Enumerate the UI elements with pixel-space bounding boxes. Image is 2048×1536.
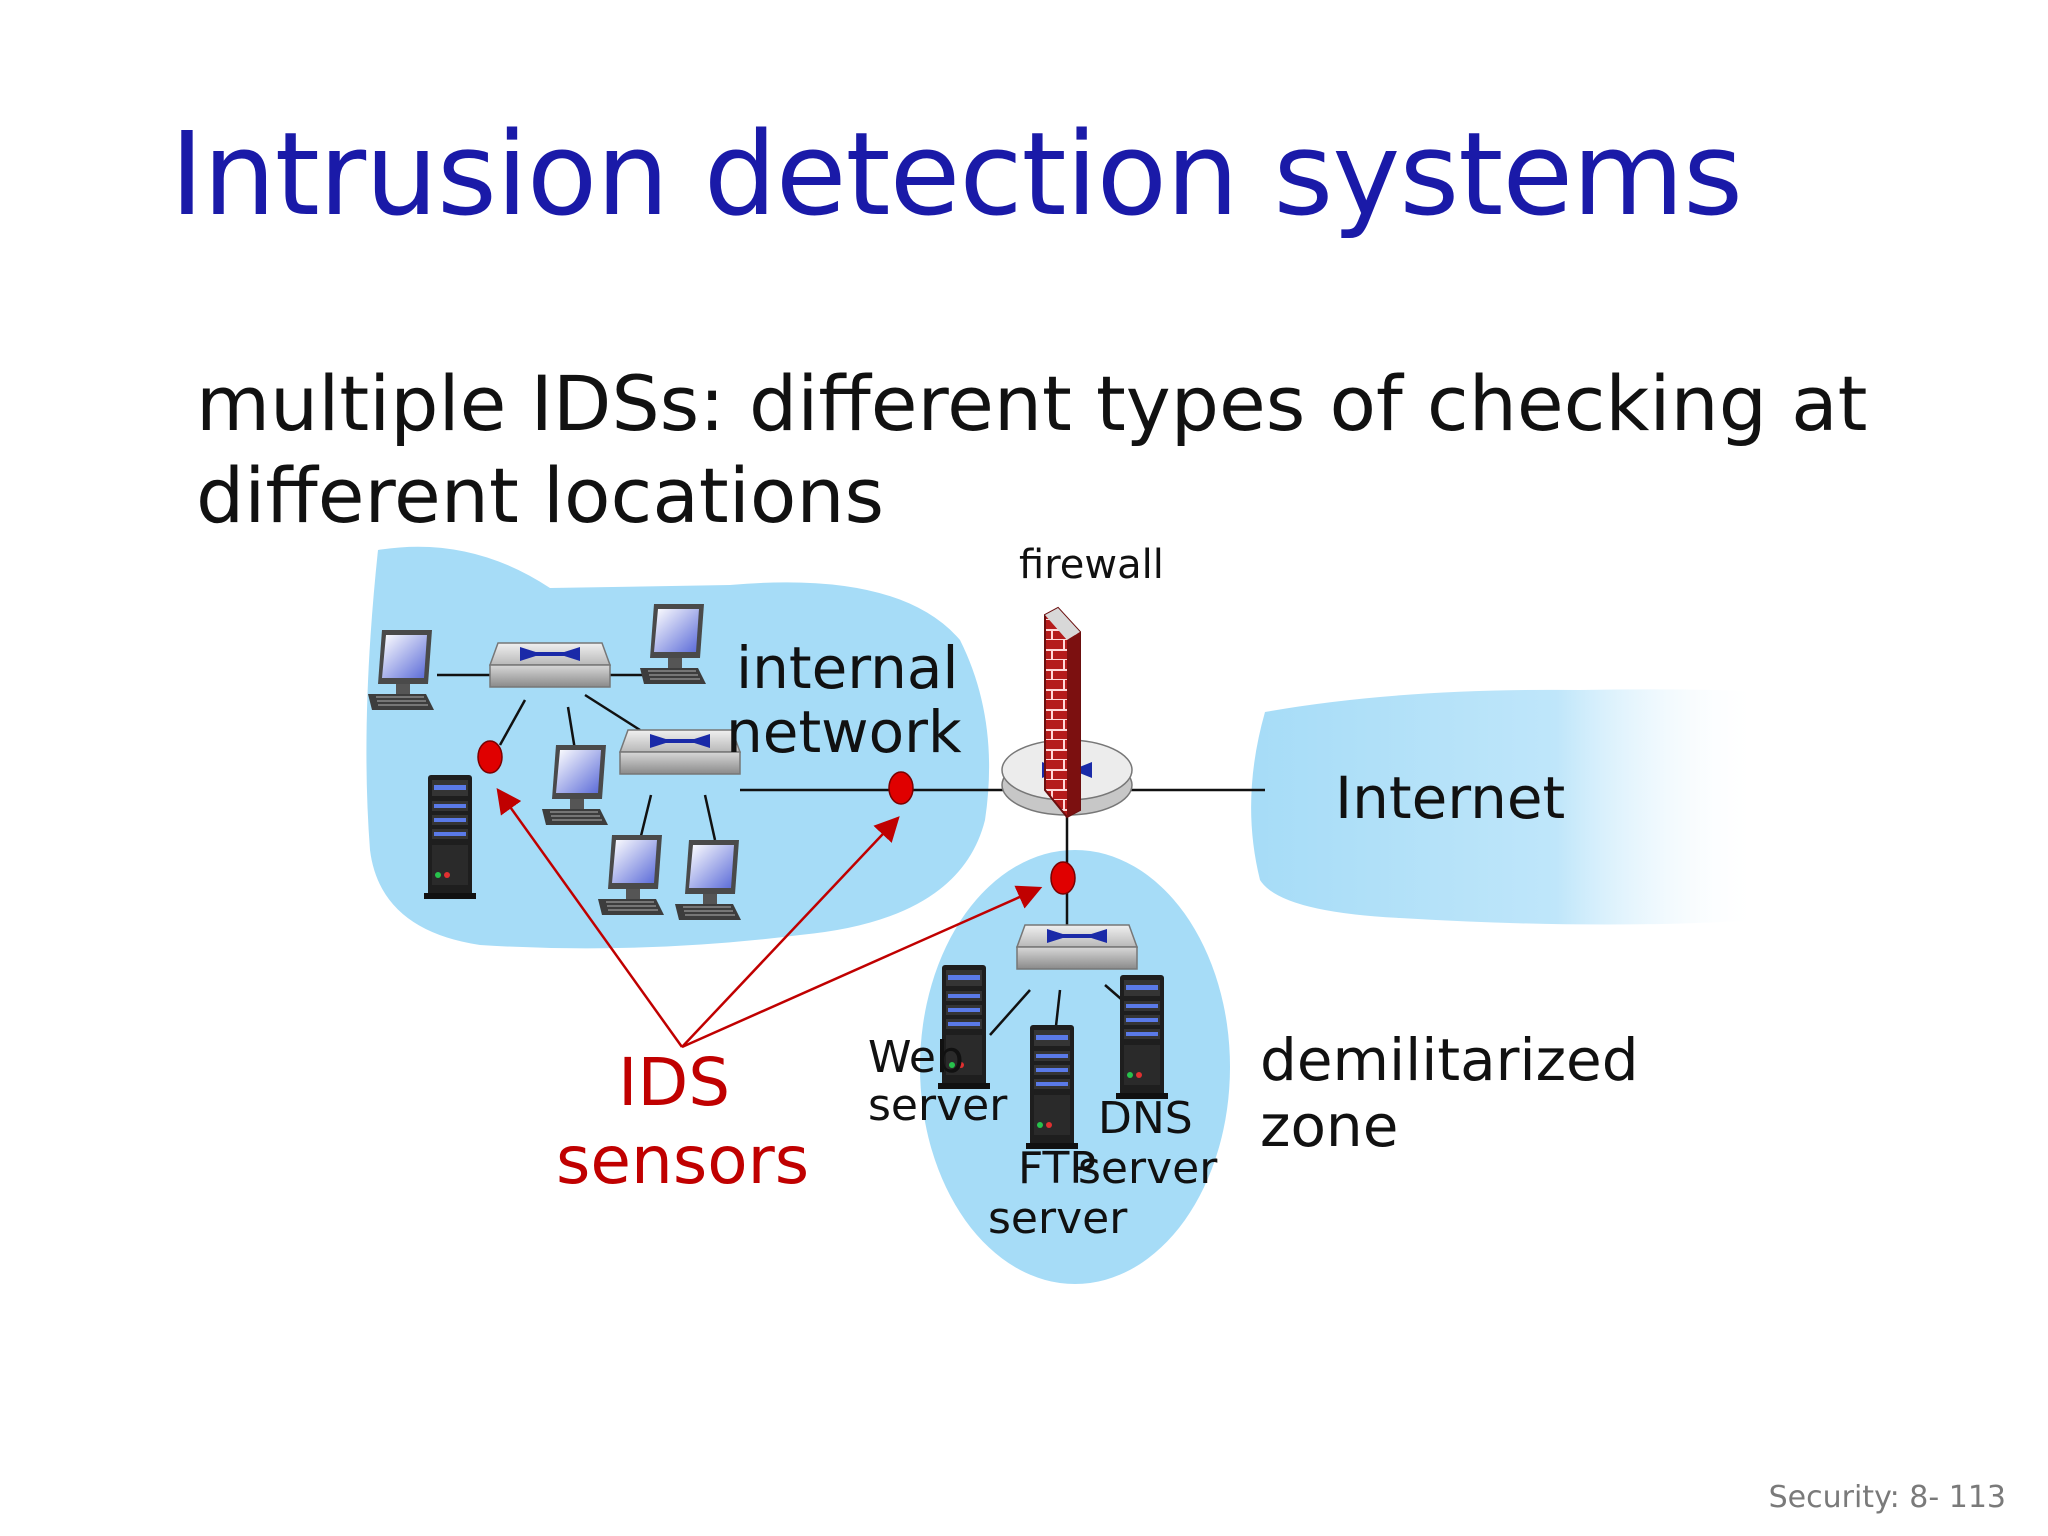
internal-network-label-line2: network (726, 698, 962, 766)
ftp-server-label-line1: FTP (1018, 1143, 1096, 1194)
dmz-switch-icon (1015, 923, 1139, 971)
dns-server-icon (1116, 975, 1168, 1099)
internal-switch-1-icon (488, 641, 612, 689)
ids-arrow-perimeter (681, 816, 900, 1048)
web-server-label-line1: Web (868, 1032, 964, 1083)
firewall-icon (1044, 606, 1081, 819)
ids-sensors-label-line1: IDS (618, 1044, 730, 1121)
ftp-server-icon (1026, 1025, 1078, 1149)
ids-sensor-icon (888, 771, 914, 805)
slide-subtitle: multiple IDSs: different types of checki… (196, 359, 1868, 540)
ids-sensors-label-line2: sensors (556, 1122, 809, 1199)
internet-cloud (1251, 689, 1760, 925)
internal-network-label-line1: internal (736, 634, 959, 702)
dmz-label-line1: demilitarized (1260, 1026, 1639, 1094)
dns-server-label-line1: DNS (1098, 1093, 1193, 1144)
dmz-label-line2: zone (1260, 1092, 1398, 1160)
internet-label: Internet (1335, 764, 1565, 832)
ids-arrow-internal (496, 787, 684, 1048)
dns-server-label-line2: server (1078, 1143, 1218, 1194)
firewall-label: firewall (1019, 542, 1164, 588)
web-server-label-line2: server (868, 1080, 1008, 1131)
ftp-server-label-line2: server (988, 1193, 1128, 1244)
internal-server-icon (424, 775, 476, 899)
network-links (437, 673, 1265, 1036)
ids-sensor-icon (477, 740, 503, 774)
ids-arrow-dmz (681, 885, 1043, 1049)
slide-footer: Security: 8- 113 (1768, 1480, 2006, 1515)
internal-switch-2-icon (618, 728, 742, 776)
ids-sensor-icon (1050, 861, 1076, 895)
slide-title: Intrusion detection systems (170, 108, 1743, 242)
dmz-cloud (920, 850, 1230, 1284)
